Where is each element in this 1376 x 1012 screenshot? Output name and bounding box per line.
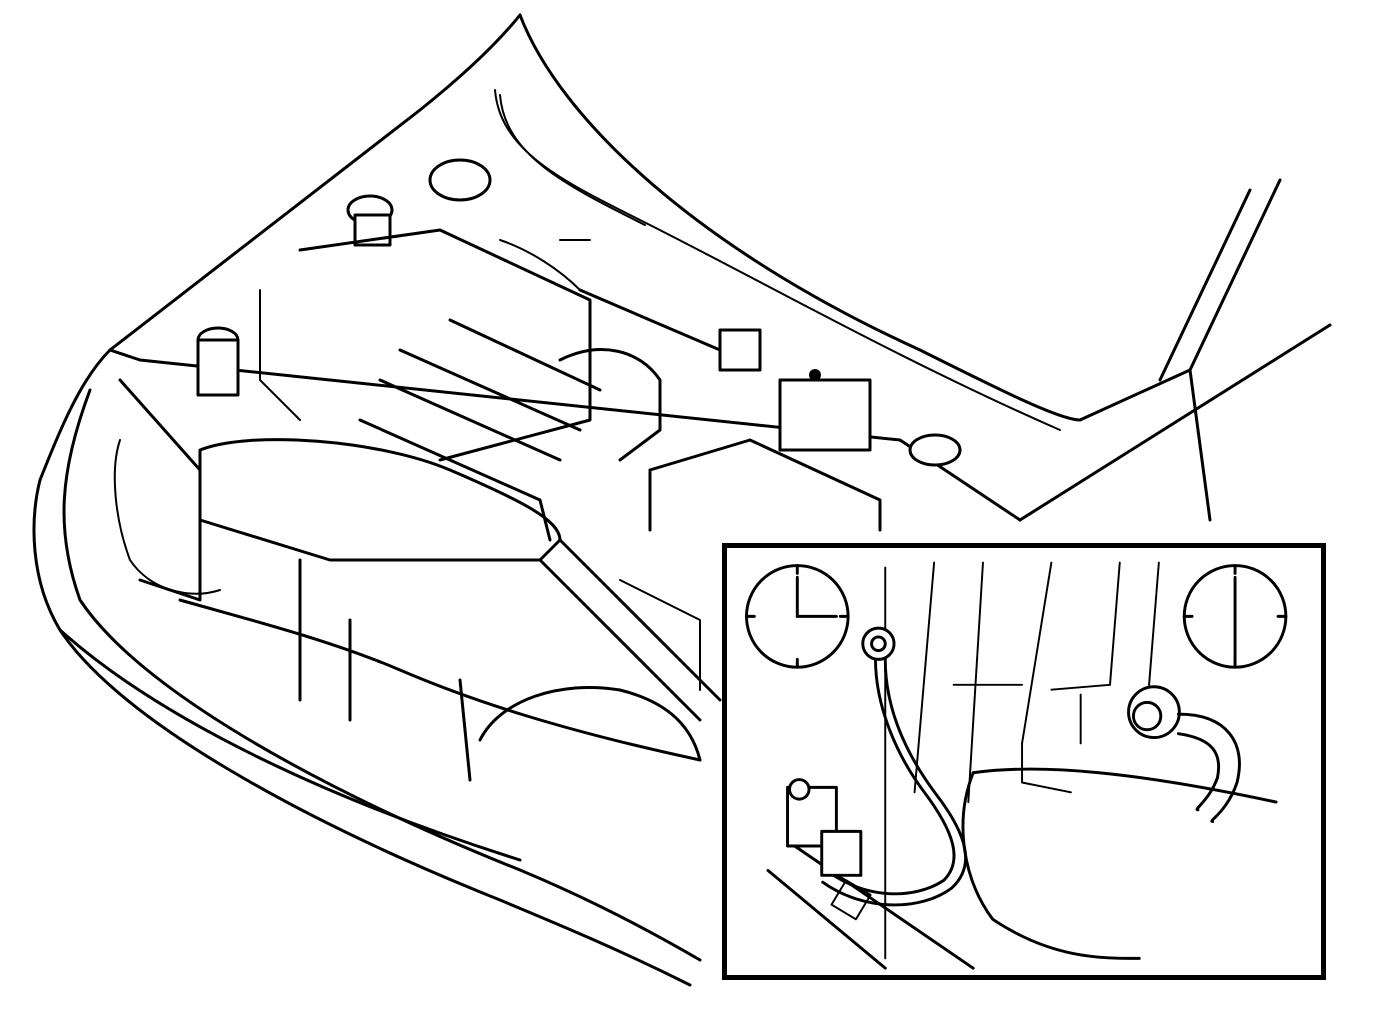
fluid-reservoirs [196,158,962,467]
right-clock-icon [1182,564,1288,669]
engine-block [259,228,882,691]
left-sensor-with-connector [786,626,967,907]
open-hood [108,13,1332,522]
detail-inset [722,543,1326,980]
front-body-outline [32,348,1022,987]
inset-engine-structure [766,561,1278,970]
inset-drawing [745,561,1288,970]
left-sensor-icon [861,626,896,661]
headlight [178,438,722,782]
right-sensor-icon [1127,685,1181,740]
left-clock-icon [745,564,850,669]
right-sensor-with-cable [1127,685,1241,824]
